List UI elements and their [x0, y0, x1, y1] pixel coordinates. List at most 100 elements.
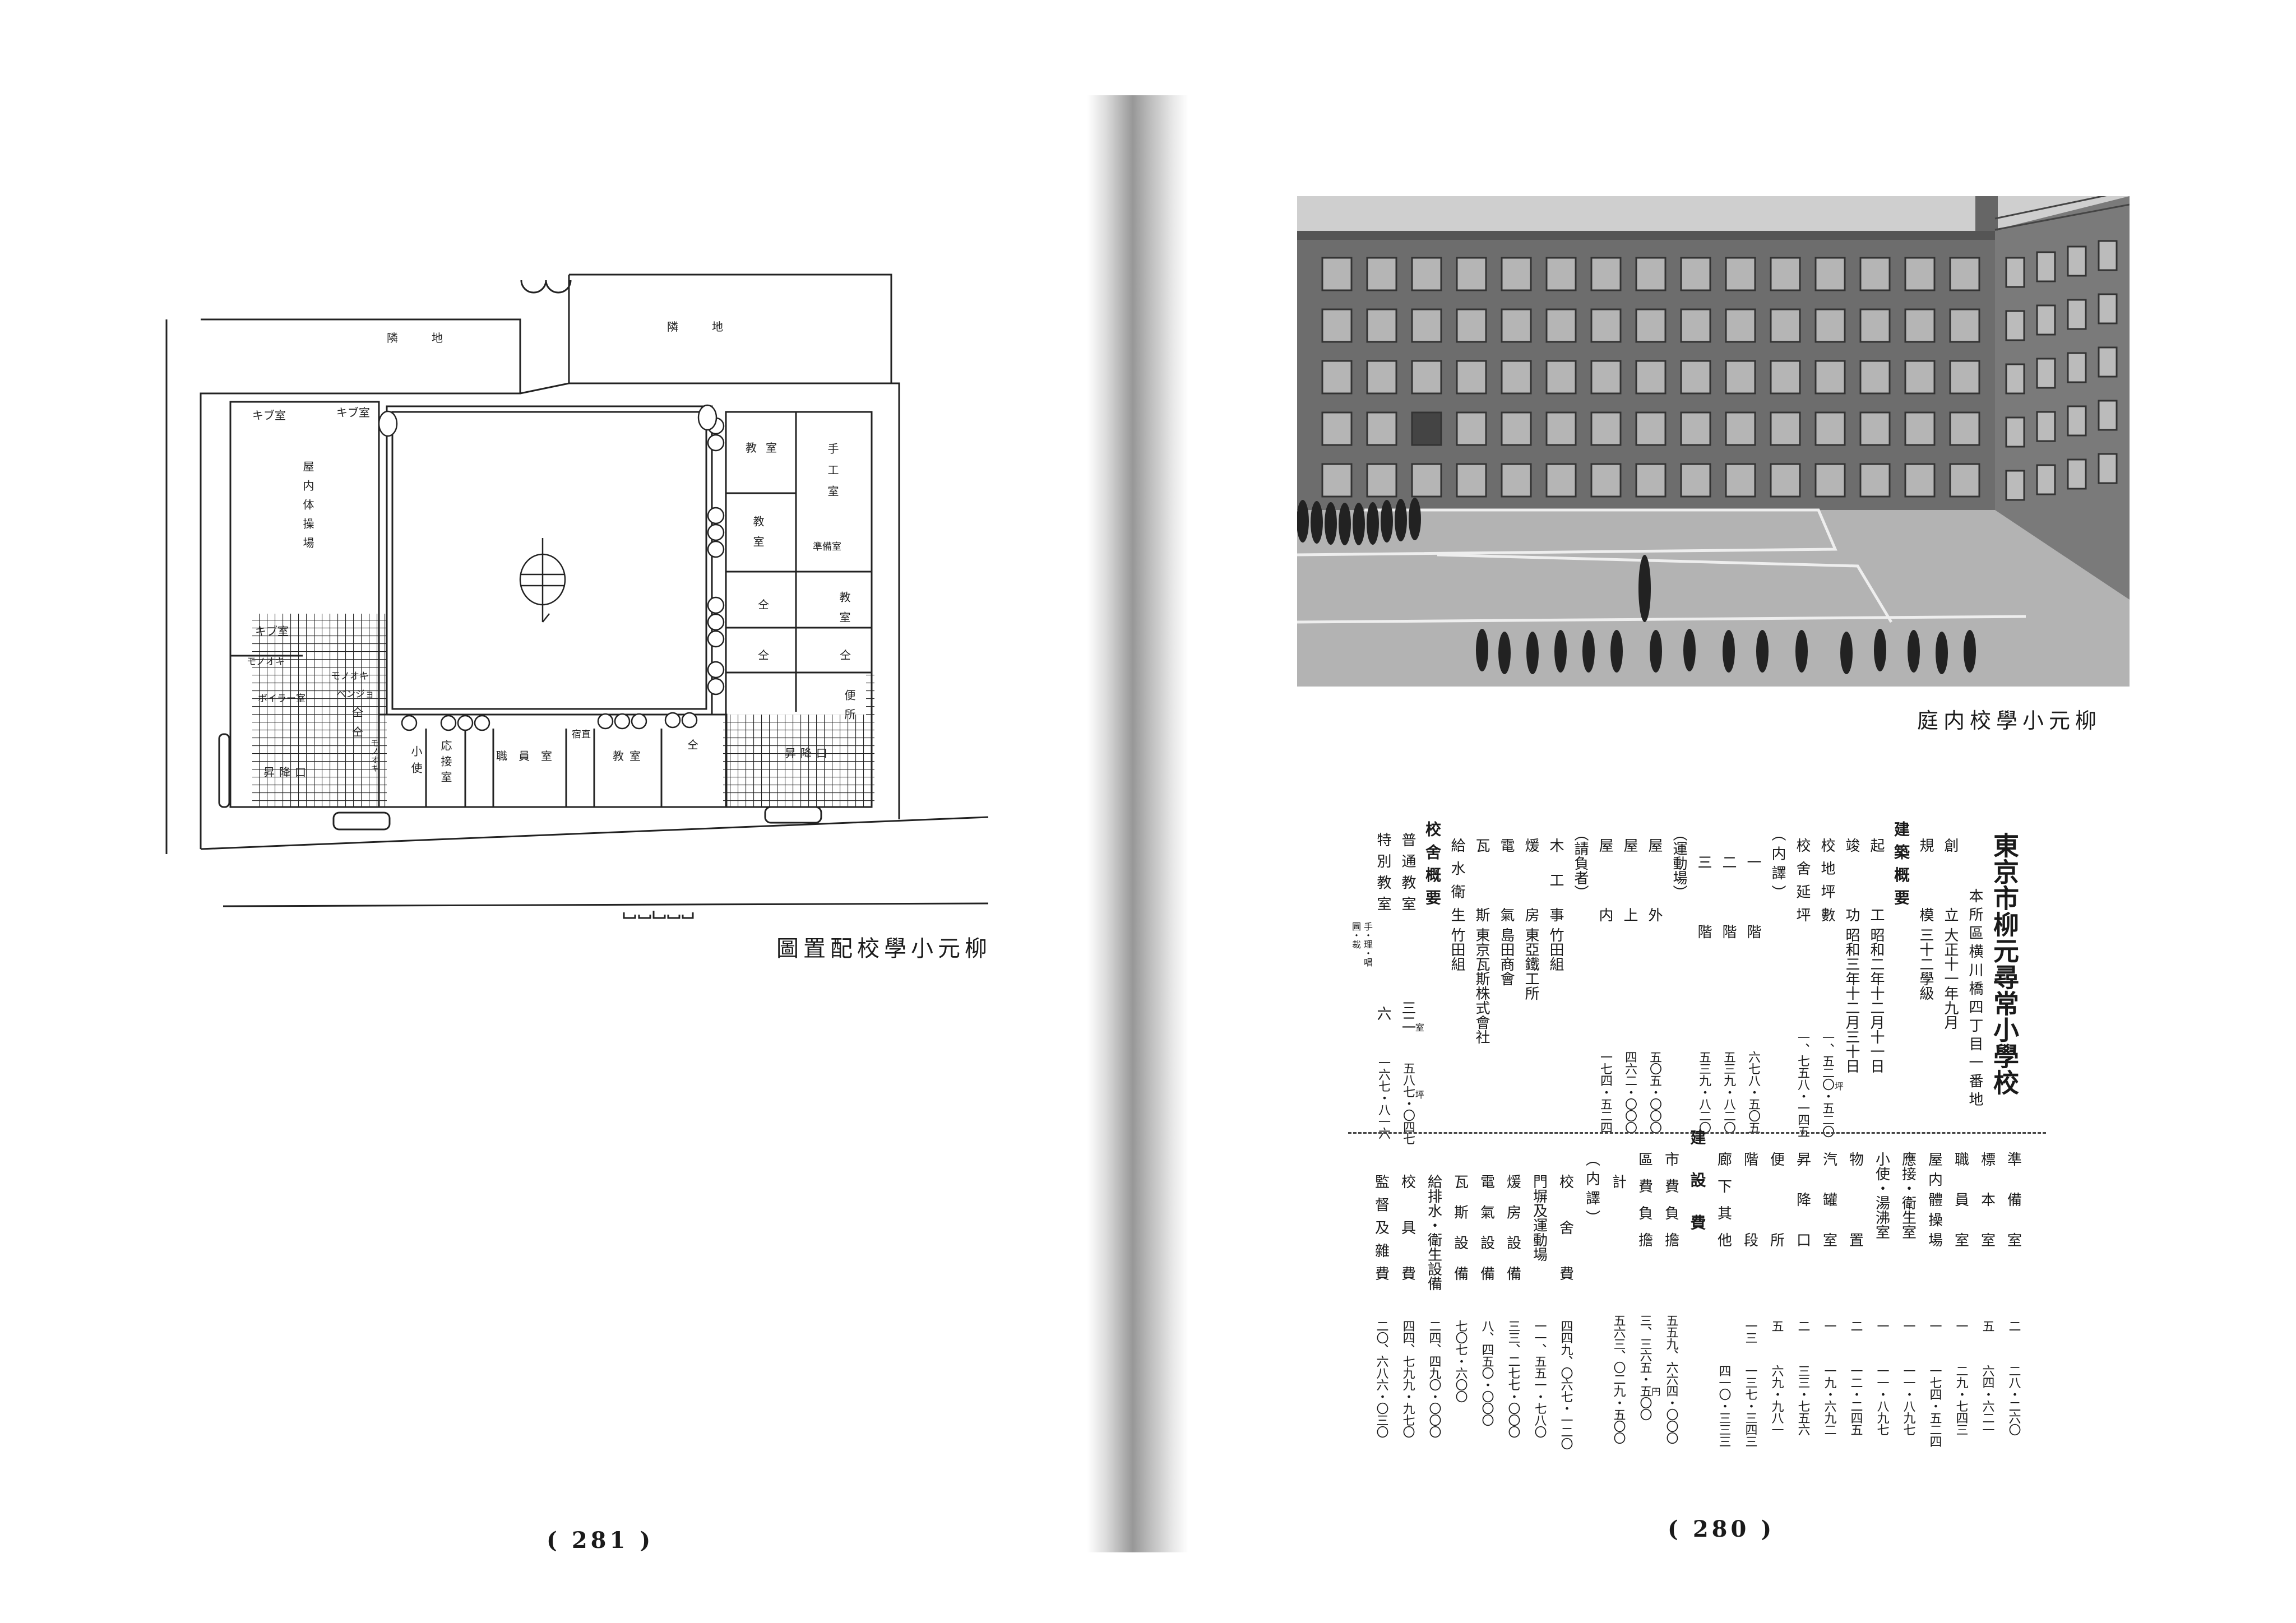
window: [1590, 257, 1622, 291]
window: [1635, 463, 1667, 498]
window: [1366, 411, 1397, 446]
floor-row-label: 二 階: [1720, 855, 1737, 939]
window: [1635, 257, 1667, 291]
school-title-column: 東京市柳元尋常小學校: [1987, 832, 2022, 1129]
plan-label: 仝: [352, 706, 363, 719]
area-row: 校地坪數一、五二〇・五二〇坪: [1814, 832, 1844, 1137]
window: [1859, 411, 1891, 446]
cost-value: 四四九、〇六七・一二〇: [1558, 1320, 1573, 1449]
window: [2098, 240, 2118, 271]
area-value: 一、七五八・一四五: [1795, 1031, 1809, 1137]
plan-outlines: [165, 273, 989, 907]
room-label: 便所: [1767, 1152, 1785, 1247]
contractor-row-value: 東京瓦斯株式會社: [1473, 928, 1490, 1044]
contractor-row-label: 電氣: [1498, 838, 1515, 922]
cost-label: 給排水・衛生設備: [1425, 1174, 1442, 1291]
window: [1635, 411, 1667, 446]
window: [2005, 416, 2025, 448]
plan-label: 仝: [758, 598, 769, 611]
cost-total-value: 五六三、〇二九・五〇〇: [1611, 1314, 1626, 1444]
room-count: 一三: [1743, 1320, 1757, 1343]
overview-label: 規模: [1917, 838, 1934, 922]
window: [2005, 257, 2025, 288]
student-figure: [1840, 632, 1853, 674]
cost-source-row: 市費負擔五五九、六六四・〇〇〇円: [1650, 1152, 1684, 1444]
student-figure: [1339, 503, 1351, 545]
window: [1859, 463, 1891, 498]
plan-label: 隣地: [667, 320, 757, 333]
window: [2036, 464, 2056, 495]
window: [1949, 308, 1980, 343]
student-figure: [1908, 630, 1920, 673]
student-figure: [1311, 501, 1323, 544]
window: [1725, 360, 1756, 395]
room-label: 階段: [1741, 1152, 1758, 1247]
student-figure: [1874, 629, 1886, 671]
room-row: 小使・湯沸室一一一・八九七: [1868, 1152, 1895, 1435]
area-label: 校地坪數: [1818, 838, 1835, 922]
window: [1321, 257, 1353, 291]
cost-value: 二〇、六八六・〇三〇: [1374, 1320, 1388, 1437]
room-row: 昇降口二三三・七五六: [1789, 1152, 1816, 1435]
window: [1814, 308, 1846, 343]
window: [1680, 360, 1711, 395]
window: [1501, 360, 1532, 395]
contractor-row: 給水衛生竹田組: [1445, 832, 1469, 1129]
school-address: 本所區横川橋四丁目一番地: [1966, 888, 1983, 1110]
cost-breakdown-row: 門塀及運動場一一、五五一・七八〇: [1526, 1152, 1552, 1437]
window: [1814, 360, 1846, 395]
window: [1770, 360, 1801, 395]
room-area: 四一〇・三三三: [1716, 1365, 1731, 1447]
window: [1680, 257, 1711, 291]
student-figure: [1367, 502, 1379, 545]
window: [2005, 470, 2025, 501]
group-heading: （請負者）: [1572, 827, 1589, 899]
student-figure: [1756, 630, 1769, 673]
window: [1859, 308, 1891, 343]
plan-label: ボイラー室: [258, 693, 305, 704]
window: [1859, 257, 1891, 291]
cost-heading-column: 建設費: [1684, 1129, 1710, 1432]
room-row: 標本室五六四・六二一: [1974, 1152, 2000, 1435]
school-courtyard-photo: [1297, 196, 2130, 687]
window: [1725, 463, 1756, 498]
window: [1366, 308, 1397, 343]
student-figure: [1683, 629, 1696, 671]
tree-symbols: [378, 404, 725, 731]
construction-heading-column: 建築概要: [1888, 821, 1913, 1129]
section-heading: 校舍概要: [1423, 821, 1442, 905]
window: [1366, 463, 1397, 498]
plan-label: 応接室: [439, 740, 452, 787]
student-figure: [1498, 632, 1511, 674]
site-plan-drawing: 隣地 隣地 キブ室 キブ室 屋内体操場 キブ室 モノオキ モノオキ ボイラー室 …: [165, 273, 989, 919]
student-figure: [1395, 499, 1407, 541]
room-row: 汽罐室一一九・六九二: [1816, 1152, 1842, 1435]
window: [1904, 360, 1936, 395]
date-label: 竣功: [1843, 838, 1860, 922]
plan-label: モノオキ: [369, 739, 379, 772]
window: [1949, 463, 1980, 498]
window: [1859, 360, 1891, 395]
window: [1590, 360, 1622, 395]
window: [2036, 411, 2056, 442]
plan-label: キブ室: [252, 409, 286, 422]
window: [1366, 360, 1397, 395]
student-figure: [1381, 500, 1393, 542]
cost-value: 二四、四九〇・〇〇〇: [1427, 1320, 1441, 1437]
cost-label: 監督及雜費: [1372, 1174, 1390, 1281]
room-area: 一九・六九二: [1822, 1365, 1836, 1435]
room-area: 一一・八九七: [1874, 1365, 1889, 1435]
floors-heading-column: （内譯）: [1765, 827, 1790, 1129]
window: [1725, 308, 1756, 343]
subjects-1: 手・理・唱: [1362, 922, 1373, 967]
group-heading: （内譯）: [1769, 827, 1786, 899]
window: [1635, 360, 1667, 395]
overview-value: 大正十一年九月: [1942, 928, 1959, 1030]
window: [2067, 245, 2087, 277]
room-label: 廊下其他: [1715, 1152, 1732, 1247]
building-heading-column: 校舍概要: [1420, 821, 1445, 1129]
contractors-heading-column: （請負者）: [1568, 827, 1593, 1129]
window: [2005, 310, 2025, 341]
window: [1904, 257, 1936, 291]
window: [1501, 257, 1532, 291]
